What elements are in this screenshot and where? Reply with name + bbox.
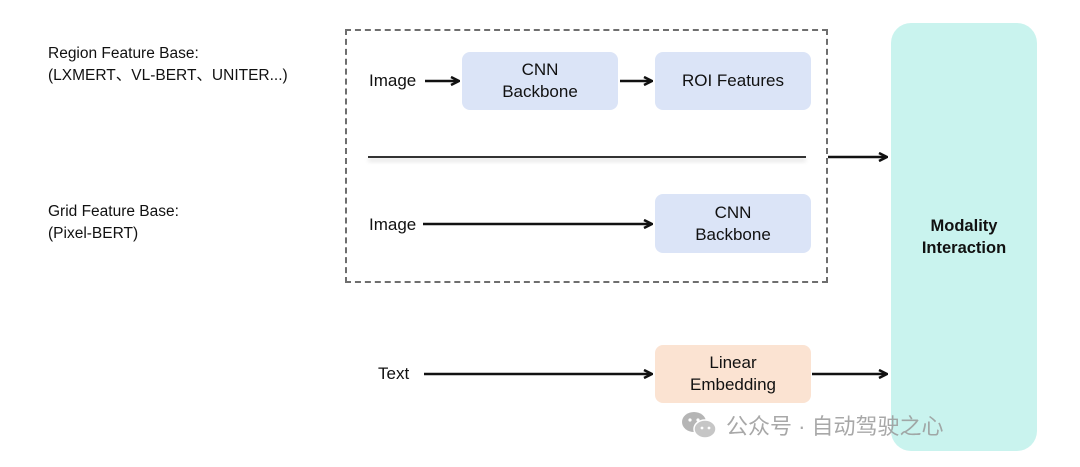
cnn-backbone-grid-label: CNN Backbone [695,202,771,244]
grid-title: Grid Feature Base: [48,203,179,220]
watermark-text: 公众号 · 自动驾驶之心 [726,414,944,439]
linear-embedding-label: Linear Embedding [689,353,776,394]
region-grid-separator [368,156,806,158]
modality-interaction-node: Modality Interaction [891,23,1037,451]
roi-features-node: ROI Features [655,52,811,110]
cnn-backbone-grid-node: CNN Backbone [655,194,811,253]
wechat-icon [682,412,717,439]
modality-label-line2: Interaction [921,239,1007,257]
image-input-label-region: Image [369,71,417,90]
cnn-backbone-region-node: CNN Backbone [462,52,618,110]
text-input-label: Text [378,364,410,383]
roi-features-label: ROI Features [681,71,785,90]
cnn-backbone-region-label: CNN Backbone [502,60,578,101]
region-subtitle: (LXMERT、VL-BERT、UNITER...) [48,67,288,84]
linear-embedding-node: Linear Embedding [655,345,811,403]
image-input-label-grid: Image [369,215,417,234]
region-feature-base-label: Region Feature Base: (LXMERT、VL-BERT、UNI… [48,43,288,87]
grid-subtitle: (Pixel-BERT) [48,225,139,242]
grid-feature-base-label: Grid Feature Base: (Pixel-BERT) [48,201,179,245]
visual-feature-group-box [345,29,828,283]
modality-label-line1: Modality [930,217,998,235]
region-title: Region Feature Base: [48,45,199,62]
watermark: 公众号 · 自动驾驶之心 [680,408,944,442]
